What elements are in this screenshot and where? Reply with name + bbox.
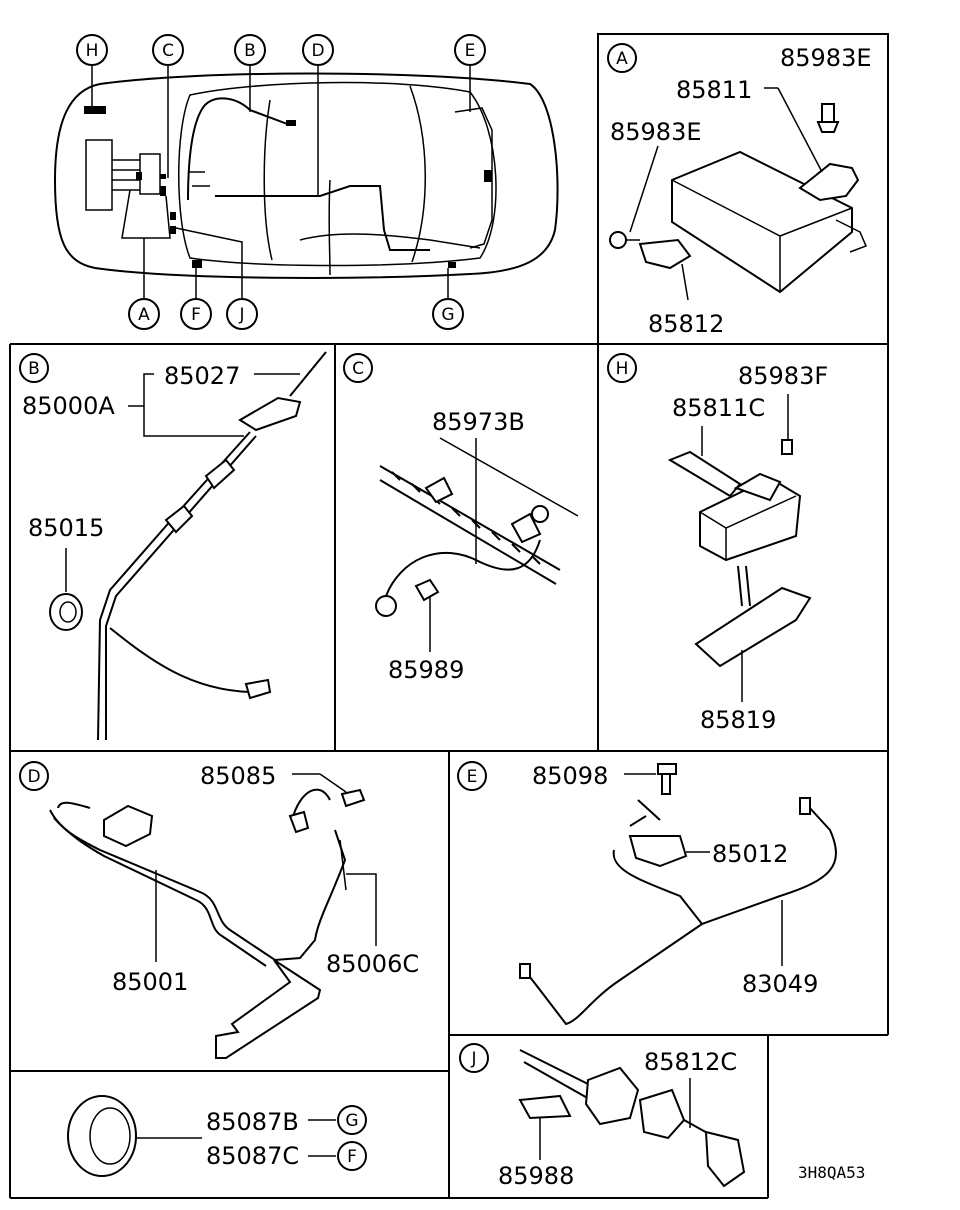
part-85983e-left: 85983E [610,118,702,146]
svg-text:B: B [28,359,40,379]
svg-text:H: H [616,359,629,379]
panel-e: E 85098 85012 83049 [457,761,837,1026]
svg-text:F: F [191,305,201,325]
callout-c: C [152,34,184,66]
part-85015: 85015 [28,514,104,542]
svg-text:G: G [441,305,454,325]
svg-text:B: B [244,41,256,61]
part-85812c: 85812C [644,1048,737,1076]
part-85087c: 85087C [206,1142,299,1170]
panel-j: J 85812C 85988 [459,1043,746,1190]
diagram-code: 3H8QA53 [798,1163,865,1182]
svg-text:D: D [27,767,40,787]
callout-j: J [226,298,258,330]
svg-text:A: A [138,305,150,325]
panel-c: C 85973B 85989 [343,353,579,684]
part-85811: 85811 [676,76,752,104]
svg-text:A: A [616,49,628,69]
part-85983e-top: 85983E [780,44,872,72]
svg-text:F: F [347,1147,357,1167]
part-85811c: 85811C [672,394,765,422]
svg-text:G: G [345,1111,358,1131]
panel-h: H 85983F 85811C 85819 [607,353,828,734]
car-overview [53,66,559,298]
svg-text:J: J [238,305,244,325]
part-85098: 85098 [532,762,608,790]
panel-d: D 85085 85001 85006C [19,761,419,1059]
part-85006c: 85006C [326,950,419,978]
svg-text:J: J [470,1049,476,1069]
svg-text:C: C [162,41,174,61]
svg-text:C: C [352,359,364,379]
panel-a: A 85983E 85811 85983E 85812 [607,43,872,338]
part-85973b: 85973B [432,408,525,436]
part-85001: 85001 [112,968,188,996]
part-85988: 85988 [498,1162,574,1190]
overview-callouts: H C B D E A F J G [76,34,486,330]
part-85087b: 85087B [206,1108,299,1136]
panel-b: B 85027 85000A 85015 [19,351,327,741]
part-85819: 85819 [700,706,776,734]
part-85012: 85012 [712,840,788,868]
callout-h: H [76,34,108,66]
svg-text:D: D [311,41,324,61]
part-85983f: 85983F [738,362,828,390]
panel-grommet: 85087B 85087C G F [67,1095,367,1177]
part-83049: 83049 [742,970,818,998]
callout-d: D [302,34,334,66]
callout-a: A [128,298,160,330]
panel-borders [9,33,889,1199]
part-85989: 85989 [388,656,464,684]
svg-text:E: E [467,767,478,787]
callout-e: E [454,34,486,66]
part-85027: 85027 [164,362,240,390]
part-85000a: 85000A [22,392,115,420]
part-85085: 85085 [200,762,276,790]
svg-text:H: H [86,41,99,61]
svg-text:E: E [465,41,476,61]
callout-g: G [432,298,464,330]
callout-b: B [234,34,266,66]
part-85812: 85812 [648,310,724,338]
callout-f: F [180,298,212,330]
